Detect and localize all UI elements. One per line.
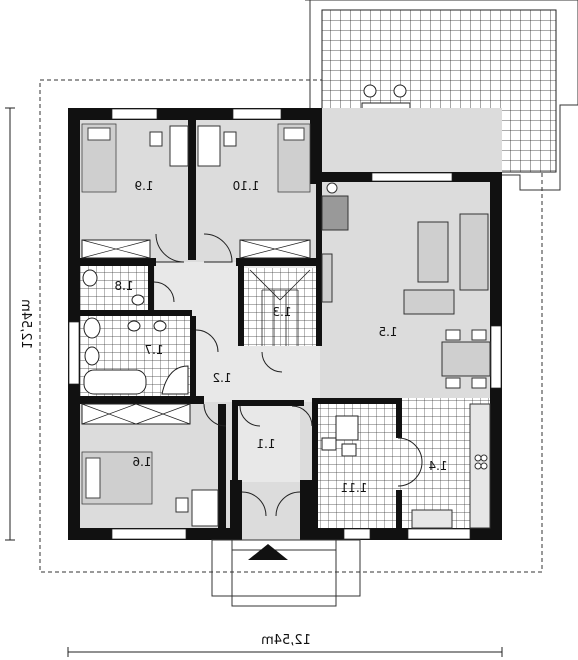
room-label-1-4: 1.4 xyxy=(428,459,447,473)
wardrobes xyxy=(81,239,311,425)
room-labels: 1.9 1.10 1.8 1.3 1.7 1.5 1.2 1.1 1.6 1.4… xyxy=(114,179,447,495)
room-label-1-2: 1.2 xyxy=(212,371,231,385)
room-label-1-8: 1.8 xyxy=(114,279,133,293)
interior-walls xyxy=(80,120,402,530)
windows xyxy=(68,108,502,540)
bedroom-1-9-furniture xyxy=(81,123,189,193)
room-label-1-1: 1.1 xyxy=(256,437,275,451)
bathroom-fixtures xyxy=(82,269,189,395)
room-label-1-5: 1.5 xyxy=(378,325,397,339)
depth-dimension-label: 12,54m xyxy=(18,299,33,349)
width-dimension-label: 12,54m xyxy=(261,633,311,648)
living-room-furniture xyxy=(321,182,491,389)
room-label-1-10: 1.10 xyxy=(233,179,260,193)
bedroom-1-6-furniture xyxy=(81,451,219,527)
room-label-1-3: 1.3 xyxy=(272,305,291,319)
room-label-1-11: 1.11 xyxy=(341,481,368,495)
bedroom-1-10-furniture xyxy=(197,123,311,193)
room-label-1-9: 1.9 xyxy=(134,179,153,193)
stairs xyxy=(249,269,311,346)
room-label-1-6: 1.6 xyxy=(132,455,151,469)
pantry-tiles xyxy=(318,402,400,530)
entrance-steps xyxy=(211,539,361,607)
room-label-1-7: 1.7 xyxy=(144,343,163,357)
kitchen-fixtures xyxy=(321,403,491,529)
doors xyxy=(153,233,423,517)
dimension-lines xyxy=(5,107,503,657)
stair-tiles xyxy=(244,268,316,346)
